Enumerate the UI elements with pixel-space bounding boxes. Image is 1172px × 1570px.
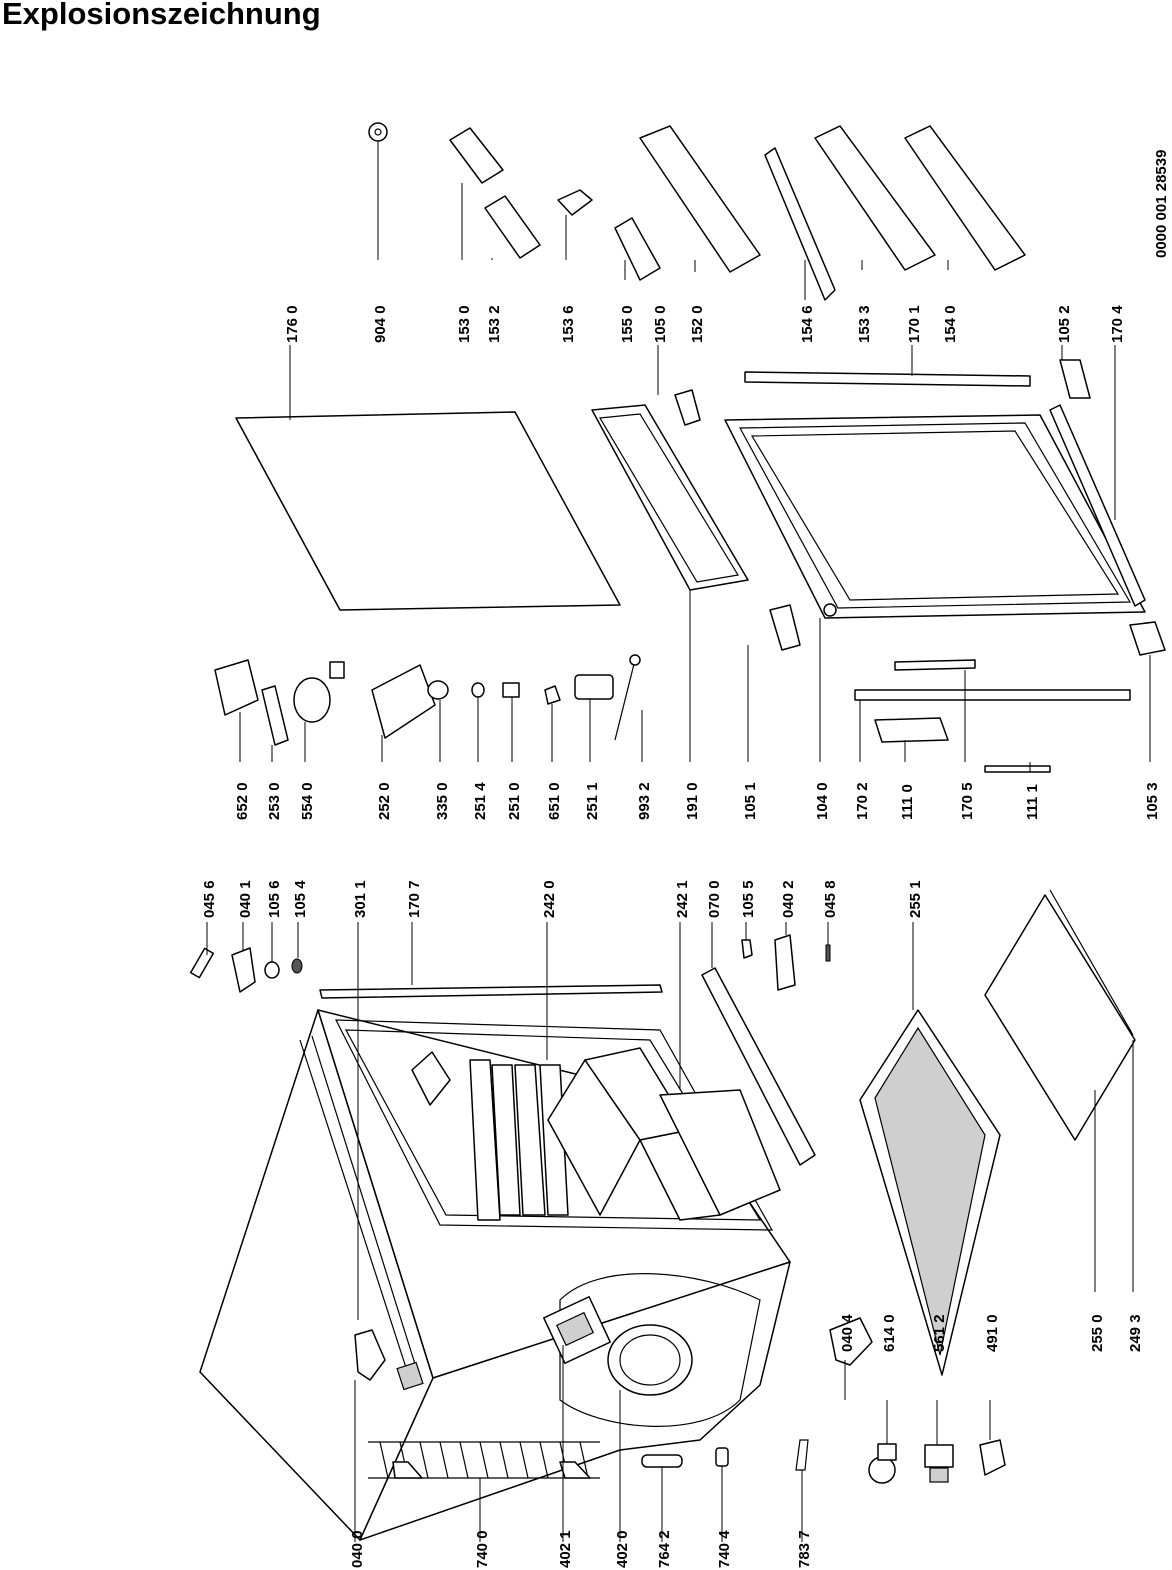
label-170-2: 170 2 [854,782,871,820]
label-104-0: 104 0 [814,782,831,820]
label-251-0: 251 0 [506,782,523,820]
label-252-0: 252 0 [376,782,393,820]
label-764-2: 764 2 [656,1530,673,1568]
label-155-0: 155 0 [619,305,636,343]
glass-shelf [984,894,1136,1141]
label-402-1: 402 1 [557,1530,574,1568]
label-040-0: 040 0 [349,1530,366,1568]
wire-shelf [859,1009,1001,1376]
label-105-4: 105 4 [292,880,309,918]
label-105-0: 105 0 [652,305,669,343]
label-154-0: 154 0 [942,305,959,343]
label-153-0: 153 0 [456,305,473,343]
label-993-2: 993 2 [636,782,653,820]
label-255-0: 255 0 [1089,1314,1106,1352]
label-255-1: 255 1 [907,880,924,918]
label-554-0: 554 0 [299,782,316,820]
label-170-1: 170 1 [906,305,923,343]
label-154-6: 154 6 [799,305,816,343]
label-561-2: 561 2 [931,1314,948,1352]
door-handle-bar [701,967,816,1166]
page-title: Explosionszeichnung [2,0,321,31]
label-740-4: 740 4 [716,1530,733,1568]
label-904-0: 904 0 [372,305,389,343]
label-740-0: 740 0 [474,1530,491,1568]
label-242-0: 242 0 [541,880,558,918]
label-105-3: 105 3 [1144,782,1161,820]
label-301-1: 301 1 [352,880,369,918]
label-153-3: 153 3 [856,305,873,343]
label-105-5: 105 5 [740,880,757,918]
label-153-2: 153 2 [486,305,503,343]
label-152-0: 152 0 [689,305,706,343]
label-253-0: 253 0 [266,782,283,820]
top-panel [235,411,621,611]
small-parts-top-left [189,947,663,999]
label-040-4: 040 4 [839,1314,856,1352]
label-491-0: 491 0 [984,1314,1001,1352]
label-170-7: 170 7 [406,880,423,918]
interior-shelves [411,1047,781,1221]
label-651-0: 651 0 [546,782,563,820]
label-111-1: 111 1 [1024,784,1041,820]
label-105-2: 105 2 [1056,305,1073,343]
label-070-0: 070 0 [706,880,723,918]
leader-lines [206,141,1151,1542]
label-191-0: 191 0 [684,782,701,820]
label-170-4: 170 4 [1109,305,1126,343]
label-652-0: 652 0 [234,782,251,820]
label-251-1: 251 1 [584,782,601,820]
label-105-1: 105 1 [742,782,759,820]
control-parts [214,654,641,746]
label-170-5: 170 5 [959,782,976,820]
label-105-6: 105 6 [266,880,283,918]
label-045-8: 045 8 [822,880,839,918]
label-335-0: 335 0 [434,782,451,820]
label-614-0: 614 0 [881,1314,898,1352]
label-402-0: 402 0 [614,1530,631,1568]
label-783-7: 783 7 [796,1530,813,1568]
part-labels: 045 6 040 1 105 6 105 4 301 1 170 7 242 … [201,150,1170,1568]
label-111-0: 111 0 [899,784,916,820]
label-040-2: 040 2 [780,880,797,918]
door-assembly [591,359,1166,773]
label-249-3: 249 3 [1127,1314,1144,1352]
label-040-1: 040 1 [237,880,254,918]
label-045-6: 045 6 [201,880,218,918]
label-251-4: 251 4 [472,782,489,820]
label-176-0: 176 0 [284,305,301,343]
drawing-id: 0000 001 28539 [1153,150,1170,258]
door-bins [368,122,1026,301]
label-242-1: 242 1 [674,880,691,918]
label-153-6: 153 6 [560,305,577,343]
